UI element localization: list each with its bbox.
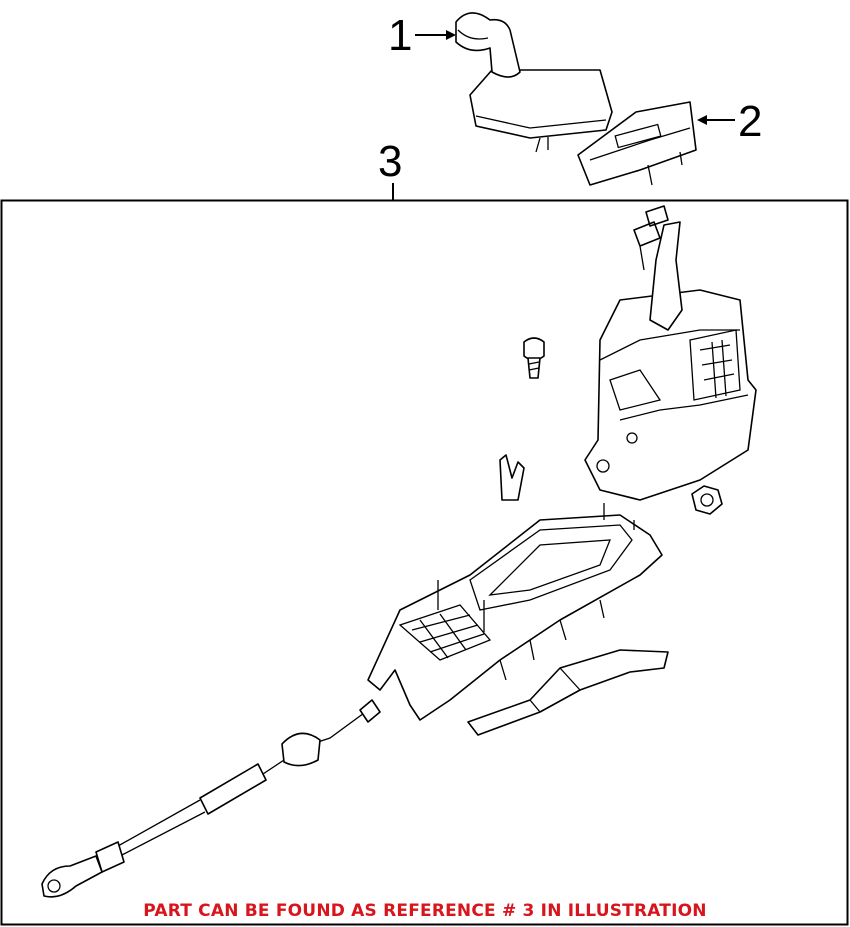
callout-1: 1 [388, 11, 413, 60]
leader-2 [697, 115, 735, 125]
nut [691, 485, 723, 515]
callout-2: 2 [738, 97, 763, 146]
reference-note: PART CAN BE FOUND AS REFERENCE # 3 IN IL… [143, 901, 707, 921]
callout-3: 3 [378, 137, 403, 186]
heat-shield [467, 649, 669, 736]
switch-bracket-part-2 [577, 101, 697, 186]
shifter-base [367, 503, 663, 721]
assembly-box [0, 199, 849, 926]
clip [499, 454, 525, 501]
bolt [523, 337, 545, 379]
shift-cable [41, 699, 381, 898]
shifter-housing [584, 205, 757, 501]
shift-knob-part-1 [455, 12, 613, 153]
leader-1 [415, 30, 456, 40]
